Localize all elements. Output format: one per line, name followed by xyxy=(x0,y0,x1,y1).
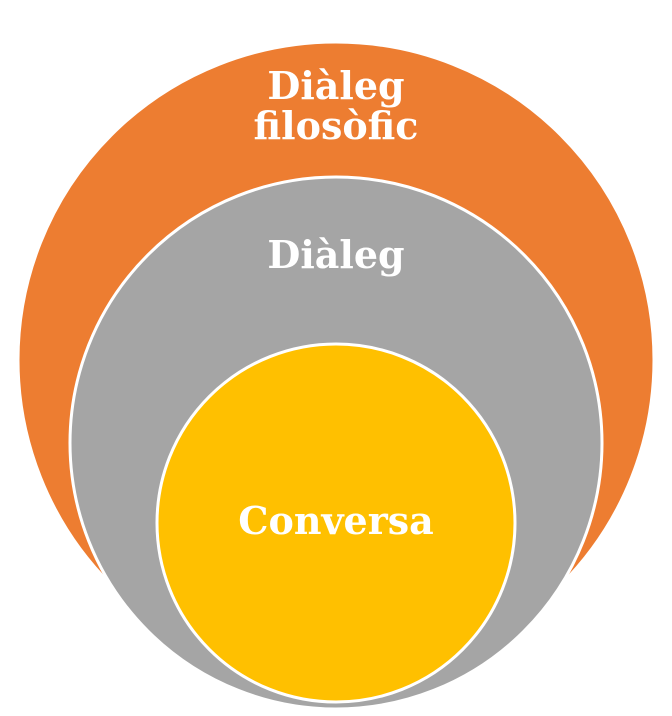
inner-circle-label: Conversa xyxy=(238,498,434,543)
middle-circle-label: Diàleg xyxy=(267,232,404,277)
inner-circle xyxy=(155,342,517,704)
outer-circle-label-line1: Diàleg xyxy=(267,63,404,108)
outer-circle-label-line2: filosòfic xyxy=(254,103,419,148)
